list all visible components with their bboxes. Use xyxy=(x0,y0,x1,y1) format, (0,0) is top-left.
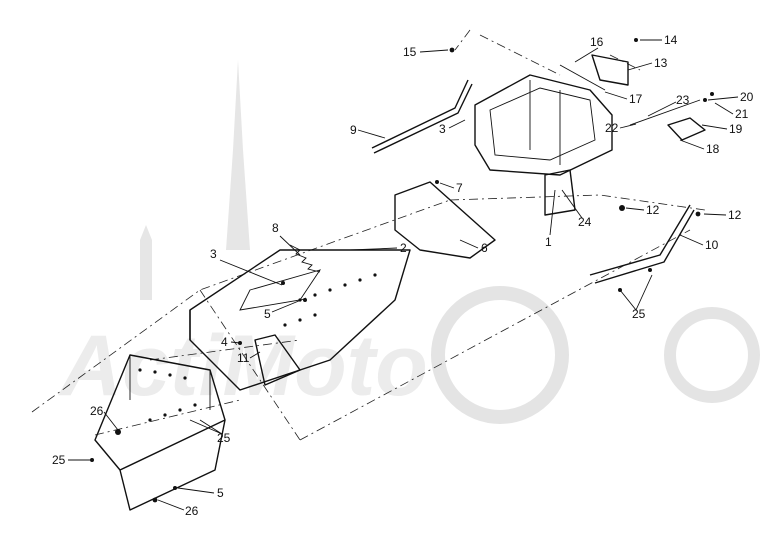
rear-rack xyxy=(474,74,613,216)
callout-2: 2 xyxy=(400,241,407,255)
callout-25b: 25 xyxy=(217,431,231,445)
callout-7: 7 xyxy=(456,181,463,195)
bar-16 xyxy=(559,64,606,91)
callout-19: 19 xyxy=(729,122,743,136)
callout-16: 16 xyxy=(590,35,604,49)
side-panel xyxy=(394,181,496,259)
callout-labels: 15 16 14 13 17 20 23 21 22 19 18 9 3 7 1… xyxy=(52,33,754,518)
callout-21: 21 xyxy=(735,107,749,121)
callout-13: 13 xyxy=(654,56,668,70)
bracket-13 xyxy=(591,54,629,86)
callout-18: 18 xyxy=(706,142,720,156)
watermark: ActiMoto xyxy=(58,60,760,424)
callout-9: 9 xyxy=(350,123,357,137)
callout-3a: 3 xyxy=(439,122,446,136)
callout-6: 6 xyxy=(481,241,488,255)
callout-3b: 3 xyxy=(210,247,217,261)
bumper-bar xyxy=(589,204,695,284)
callout-15: 15 xyxy=(403,45,417,59)
small-hardware xyxy=(629,92,714,141)
callout-25a: 25 xyxy=(632,307,646,321)
callout-11: 11 xyxy=(237,351,250,365)
callout-20: 20 xyxy=(740,90,754,104)
callout-26a: 26 xyxy=(90,404,104,418)
callout-4: 4 xyxy=(221,335,228,349)
callout-8: 8 xyxy=(272,221,279,235)
leader-lines xyxy=(68,39,739,511)
callout-17: 17 xyxy=(629,92,643,106)
callout-14: 14 xyxy=(664,33,678,47)
rear-hitch-plate xyxy=(94,354,226,511)
callout-10: 10 xyxy=(705,238,719,252)
spring-8 xyxy=(289,244,321,273)
callout-5a: 5 xyxy=(264,307,271,321)
callout-25c: 25 xyxy=(52,453,66,467)
callout-26b: 26 xyxy=(185,504,199,518)
callout-24: 24 xyxy=(578,215,592,229)
callout-23: 23 xyxy=(676,93,690,107)
bracket-11 xyxy=(254,334,301,386)
callout-22: 22 xyxy=(605,121,619,135)
callout-1: 1 xyxy=(545,235,552,249)
watermark-text: ActiMoto xyxy=(58,318,428,414)
callout-12a: 12 xyxy=(646,203,660,217)
handle-bar xyxy=(371,79,473,154)
callout-12b: 12 xyxy=(728,208,742,222)
callout-5b: 5 xyxy=(217,486,224,500)
